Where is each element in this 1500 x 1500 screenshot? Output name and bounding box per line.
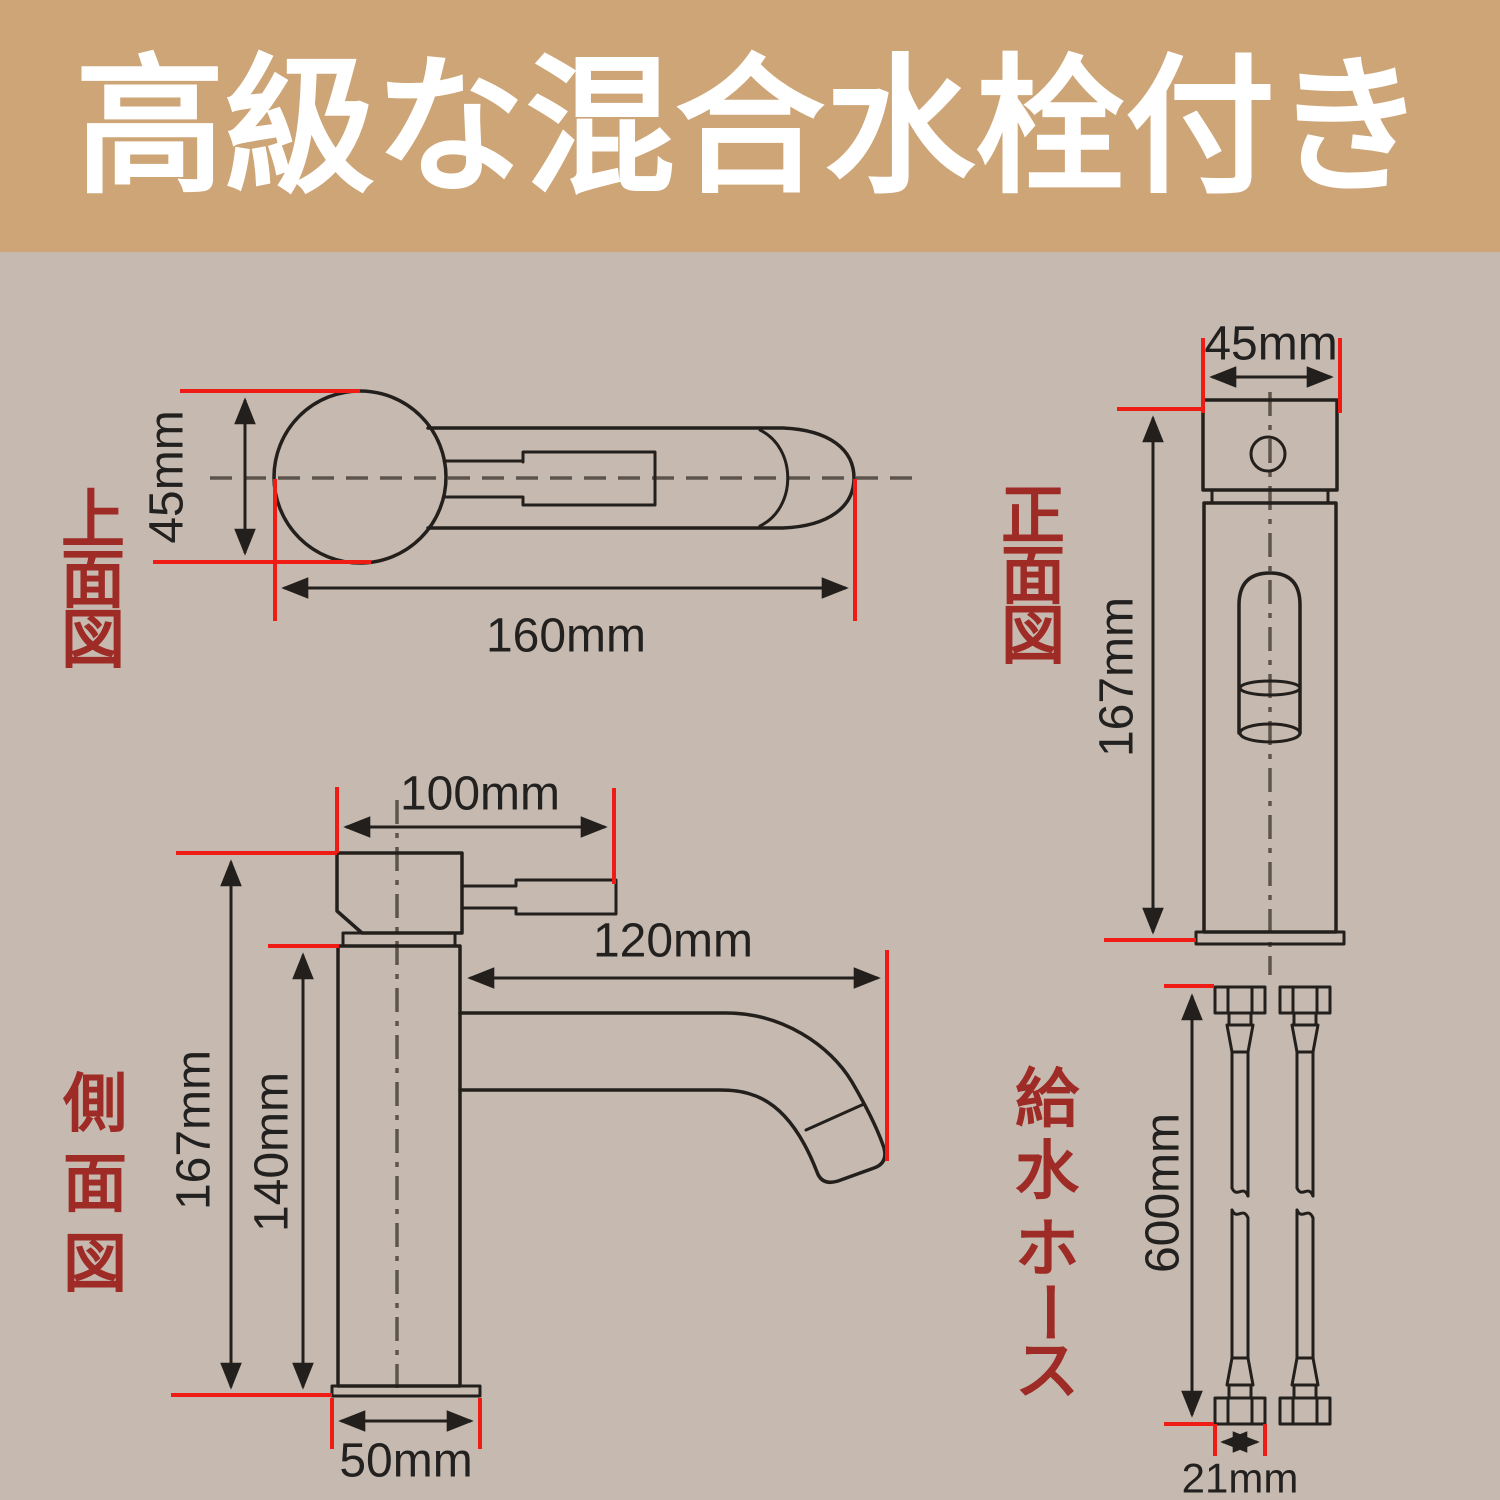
front-view: 正 面 図 45mm 167mm [1001,318,1346,975]
dim-140-text: 140mm [246,1072,299,1232]
header-banner [0,0,1500,252]
supply-hoses-label: 給 水 ホ ー ス [1010,1063,1084,1409]
svg-text:図: 図 [63,1228,127,1302]
svg-text:ス: ス [1015,1335,1079,1409]
front-view-spout [1237,571,1302,735]
svg-text:面: 面 [63,1148,127,1222]
svg-text:面: 面 [61,544,125,618]
dim-50-text: 50mm [339,1435,472,1488]
top-view: 上 面 図 45mm 160mm [61,389,913,678]
front-view-spout-seam [1238,679,1302,697]
front-view-label: 正 面 図 [1001,480,1065,674]
dim-45-text: 45mm [141,410,194,543]
side-view-base-flange [330,1384,482,1398]
svg-text:側: 側 [62,1068,127,1142]
svg-text:ホ: ホ [1015,1213,1079,1287]
top-view-lever [442,450,657,507]
svg-text:上: 上 [61,484,125,558]
side-view: 側 面 図 100mm 120mm 167mm 140mm 50m [62,768,889,1488]
svg-text:面: 面 [1001,540,1065,614]
side-view-lever [460,878,618,916]
svg-text:正: 正 [1001,480,1065,554]
svg-text:図: 図 [1001,600,1065,674]
dim-120-text: 120mm [593,915,753,968]
top-view-body-outline [426,426,856,530]
supply-hoses: 給 水 ホ ー ス [1010,984,1332,1500]
svg-text:給: 給 [1015,1063,1080,1137]
dim-f167-text: 167mm [1091,597,1144,757]
front-view-spout-mouth [1238,722,1302,744]
hose-left [1213,985,1267,1426]
side-view-label: 側 面 図 [62,1068,127,1302]
svg-text:ー: ー [1010,1280,1084,1344]
side-view-spout [458,1011,887,1185]
dim-160-text: 160mm [486,610,646,663]
hose-right [1278,985,1332,1426]
side-view-aerator-seam [804,1102,866,1132]
svg-text:図: 図 [61,604,125,678]
dim-21-text: 21mm [1182,1455,1299,1500]
dim-100-text: 100mm [400,768,560,821]
page-title: 高級な混合水栓付き [75,41,1425,215]
dim-s167-text: 167mm [168,1050,221,1210]
top-view-cap-seam [758,428,790,528]
front-view-handle-socket [1249,435,1287,473]
top-view-label: 上 面 図 [61,484,125,678]
dim-600-text: 600mm [1137,1113,1190,1273]
dim-f45-text: 45mm [1204,318,1337,371]
svg-text:水: 水 [1015,1135,1080,1209]
